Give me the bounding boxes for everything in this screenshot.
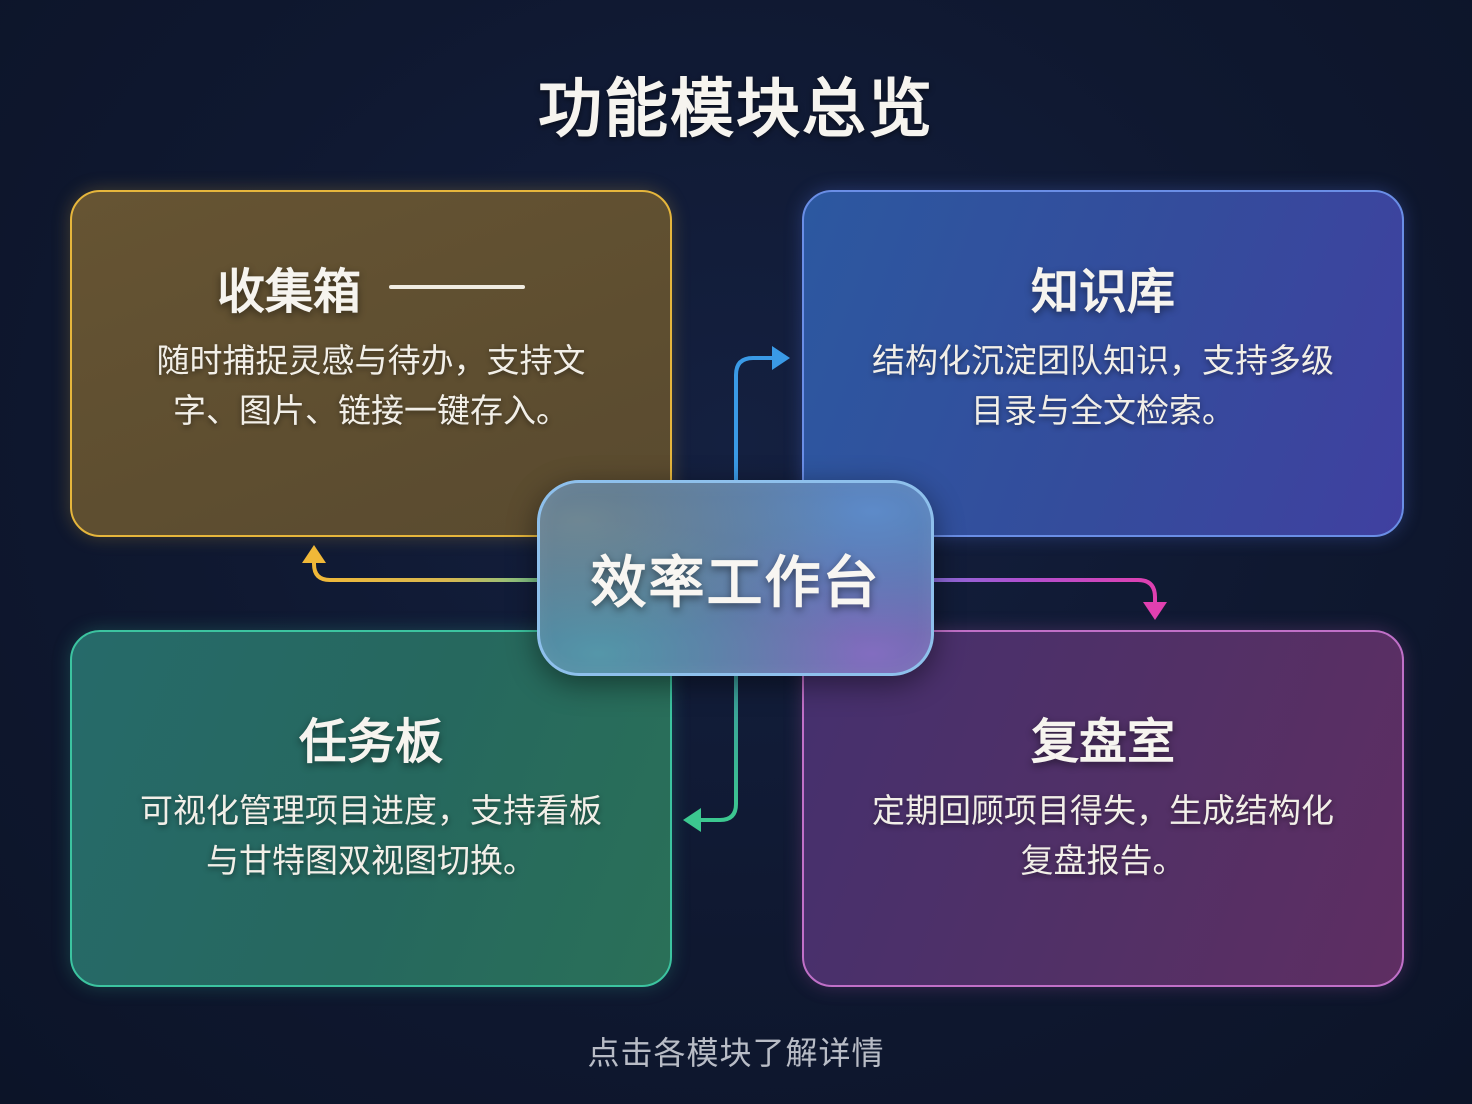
module-card-knowledge-base[interactable]: 知识库 结构化沉淀团队知识，支持多级目录与全文检索。 [802, 190, 1404, 537]
arrow-to-task-board [683, 674, 738, 832]
module-title: 知识库 [1030, 263, 1175, 320]
module-description: 随时捕捉灵感与待办，支持文字、图片、链接一键存入。 [156, 340, 586, 430]
module-title-wrap: 收集箱 [217, 252, 525, 322]
module-title: 复盘室 [1030, 713, 1175, 770]
module-card-inbox[interactable]: 收集箱 随时捕捉灵感与待办，支持文字、图片、链接一键存入。 [70, 190, 672, 537]
module-description: 定期回顾项目得失，生成结构化复盘报告。 [872, 790, 1334, 880]
module-title: 收集箱 [216, 263, 361, 320]
arrow-to-inbox [302, 545, 539, 582]
arrow-to-knowledge-base [734, 346, 790, 482]
module-card-review-room[interactable]: 复盘室 定期回顾项目得失，生成结构化复盘报告。 [802, 630, 1404, 987]
module-card-task-board[interactable]: 任务板 可视化管理项目进度，支持看板与甘特图双视图切换。 [70, 630, 672, 987]
arrow-to-review-room [932, 578, 1167, 620]
module-title: 任务板 [298, 713, 443, 770]
page-title: 功能模块总览 [538, 73, 934, 147]
title-underline-decoration [389, 284, 525, 289]
module-description: 可视化管理项目进度，支持看板与甘特图双视图切换。 [140, 790, 602, 880]
footer-hint: 点击各模块了解详情 [587, 1034, 885, 1072]
module-description: 结构化沉淀团队知识，支持多级目录与全文检索。 [872, 340, 1334, 430]
hub-node-efficiency-workbench[interactable]: 效率工作台 [537, 480, 934, 676]
